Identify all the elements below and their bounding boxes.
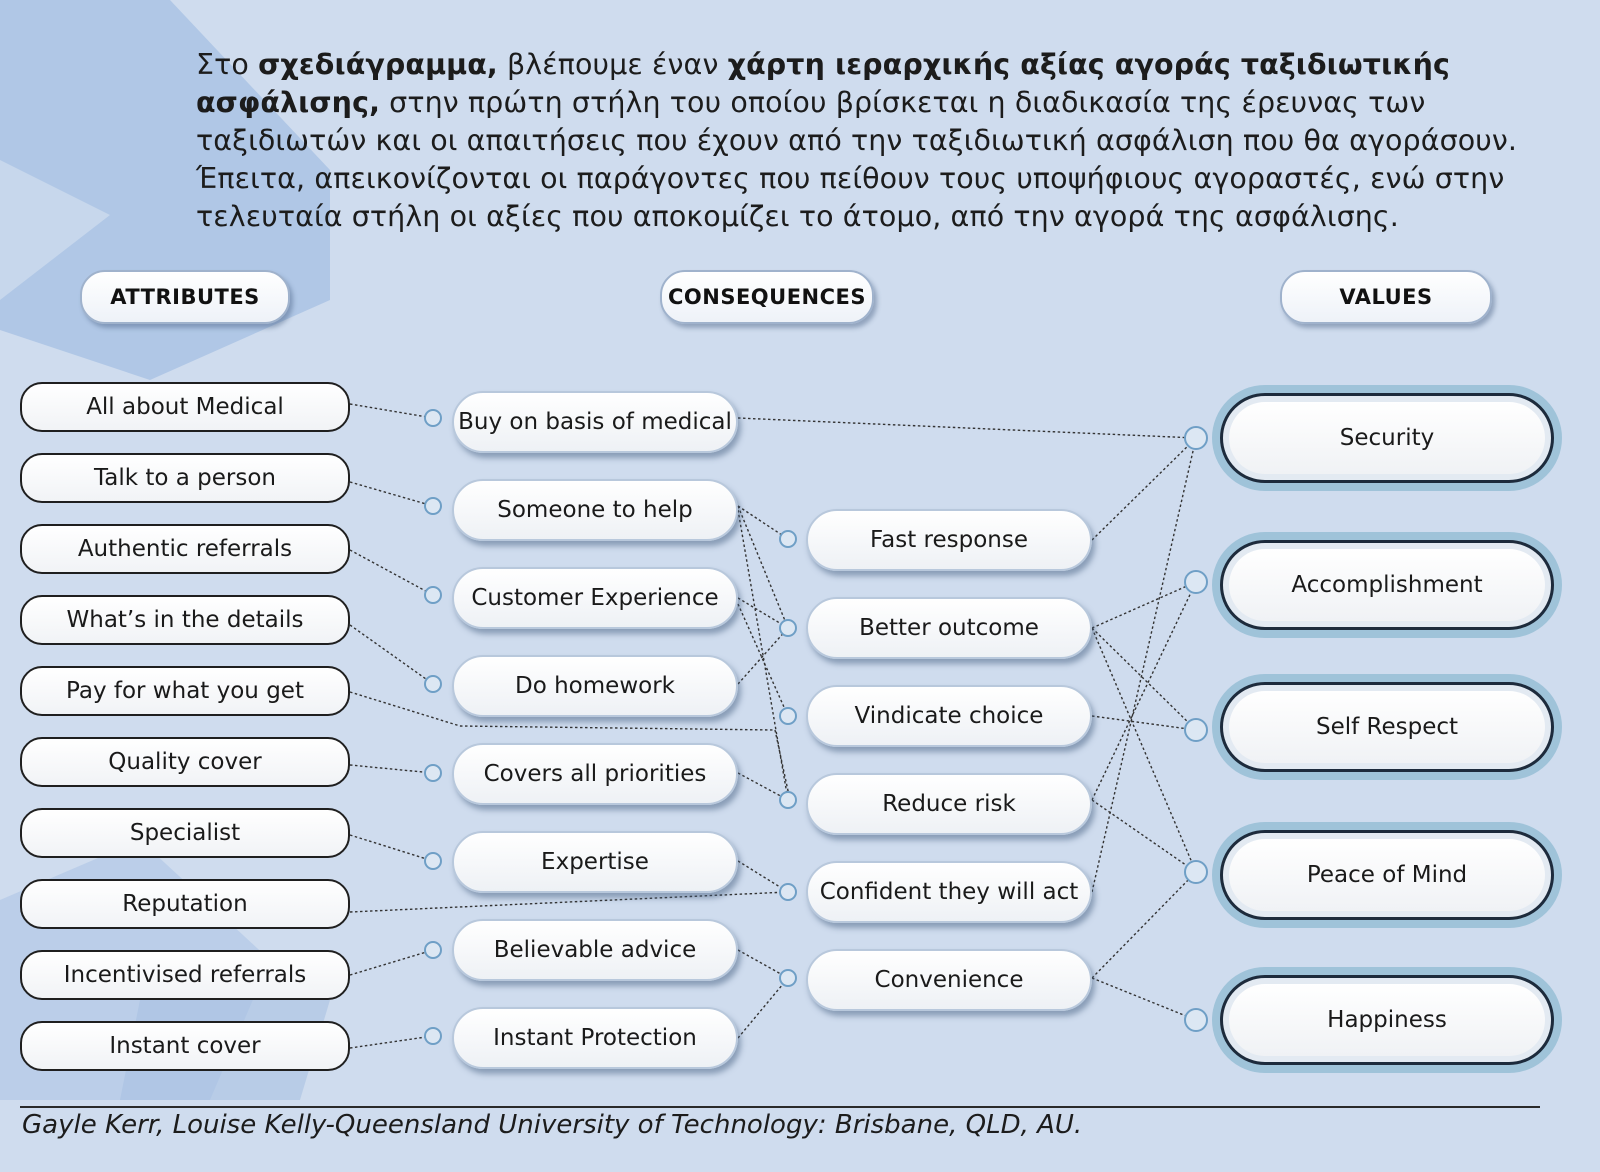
consequence-someone-to-help: Someone to help: [452, 479, 738, 541]
consequence-confident-they-will-act: Confident they will act: [806, 861, 1092, 923]
attribute-quality-cover: Quality cover: [20, 737, 350, 787]
consequence-buy-on-basis-of-medical: Buy on basis of medical: [452, 391, 738, 453]
node-circle: [424, 941, 442, 959]
node-circle: [1184, 1008, 1208, 1032]
node-circle: [779, 530, 797, 548]
consequence-do-homework: Do homework: [452, 655, 738, 717]
attribute-pay-for-what-you-get: Pay for what you get: [20, 666, 350, 716]
intro-text-1: Στο: [196, 48, 259, 81]
attribute-specialist: Specialist: [20, 808, 350, 858]
node-circle: [779, 969, 797, 987]
attribute-whats-in-the-details: What’s in the details: [20, 595, 350, 645]
node-circle: [779, 883, 797, 901]
attribute-authentic-referrals: Authentic referrals: [20, 524, 350, 574]
value-accomplishment: Accomplishment: [1212, 532, 1562, 638]
attribute-all-about-medical: All about Medical: [20, 382, 350, 432]
node-circle: [424, 409, 442, 427]
node-circle: [779, 791, 797, 809]
attribute-incentivised-referrals: Incentivised referrals: [20, 950, 350, 1000]
node-circle: [424, 1027, 442, 1045]
value-label-peace-of-mind: Peace of Mind: [1229, 839, 1545, 911]
consequence-believable-advice: Believable advice: [452, 919, 738, 981]
consequence-expertise: Expertise: [452, 831, 738, 893]
value-happiness: Happiness: [1212, 967, 1562, 1073]
intro-bold-2: χάρτη ιεραρχικής αξίας αγοράς ταξιδιωτικ…: [196, 48, 1450, 119]
attribute-instant-cover: Instant cover: [20, 1021, 350, 1071]
node-circle: [779, 619, 797, 637]
node-circle: [1184, 860, 1208, 884]
source-credit: Gayle Kerr, Louise Kelly-Queensland Univ…: [22, 1110, 1083, 1140]
intro-paragraph: Στο σχεδιάγραμμα, βλέπουμε έναν χάρτη ιε…: [196, 46, 1566, 236]
node-circle: [424, 852, 442, 870]
intro-bold-1: σχεδιάγραμμα,: [258, 48, 498, 81]
value-peace-of-mind: Peace of Mind: [1212, 822, 1562, 928]
header-attributes: ATTRIBUTES: [80, 270, 290, 324]
intro-text-2: βλέπουμε έναν: [497, 48, 728, 81]
node-circle: [424, 764, 442, 782]
consequence-covers-all-priorities: Covers all priorities: [452, 743, 738, 805]
consequence-better-outcome: Better outcome: [806, 597, 1092, 659]
intro-text-3: στην πρώτη στήλη του οποίου βρίσκεται η …: [196, 86, 1518, 233]
node-circle: [1184, 570, 1208, 594]
attribute-reputation: Reputation: [20, 879, 350, 929]
value-security: Security: [1212, 385, 1562, 491]
node-circle: [779, 707, 797, 725]
consequence-convenience: Convenience: [806, 949, 1092, 1011]
node-circle: [424, 497, 442, 515]
value-label-accomplishment: Accomplishment: [1229, 549, 1545, 621]
attribute-talk-to-a-person: Talk to a person: [20, 453, 350, 503]
consequence-instant-protection: Instant Protection: [452, 1007, 738, 1069]
node-circle: [424, 586, 442, 604]
value-label-happiness: Happiness: [1229, 984, 1545, 1056]
header-values: VALUES: [1280, 270, 1492, 324]
node-circle: [1184, 426, 1208, 450]
footer-rule: [20, 1106, 1540, 1108]
consequence-vindicate-choice: Vindicate choice: [806, 685, 1092, 747]
consequence-fast-response: Fast response: [806, 509, 1092, 571]
consequence-customer-experience: Customer Experience: [452, 567, 738, 629]
header-consequences: CONSEQUENCES: [660, 270, 874, 324]
value-label-security: Security: [1229, 402, 1545, 474]
value-label-self-respect: Self Respect: [1229, 691, 1545, 763]
value-self-respect: Self Respect: [1212, 674, 1562, 780]
node-circle: [1184, 718, 1208, 742]
node-circle: [424, 675, 442, 693]
consequence-reduce-risk: Reduce risk: [806, 773, 1092, 835]
